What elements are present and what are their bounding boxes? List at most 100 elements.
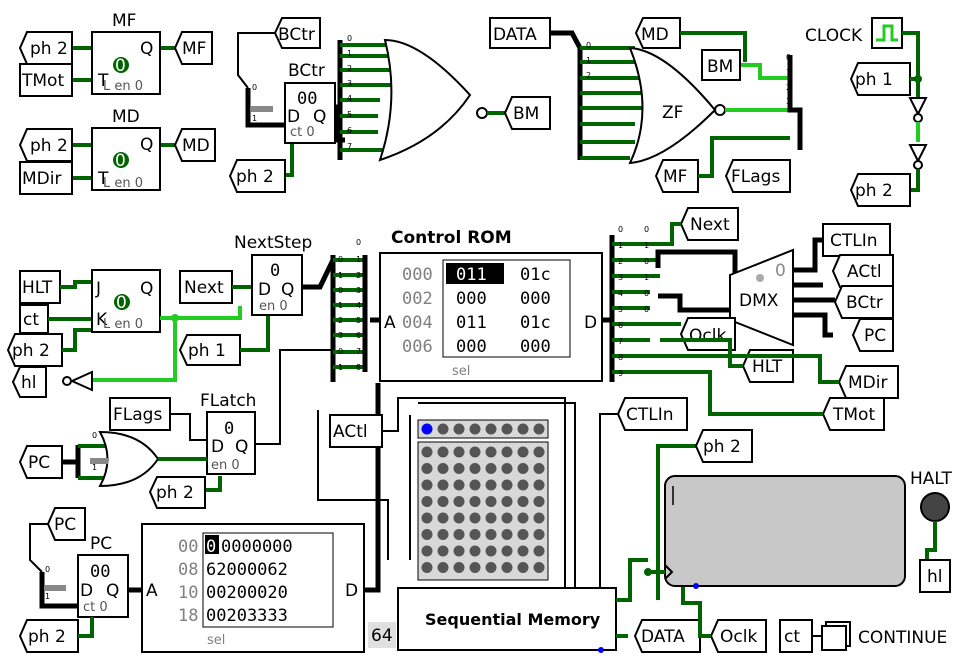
pin-actl-in[interactable]: ACtl [329,414,383,448]
led-dot [517,496,529,507]
led-dot [517,479,529,491]
led-top-dot [501,423,513,435]
pin-ph2-c[interactable]: ph 2 [228,159,286,193]
clock-label: CLOCK [805,26,863,46]
sequential-memory[interactable]: Sequential Memory 64 [368,587,617,653]
svg-text:en 0: en 0 [211,458,240,473]
svg-text:MDir: MDir [848,373,887,393]
pin-next-out[interactable]: Next [679,207,739,241]
led-dot [421,496,433,507]
svg-text:ACtl: ACtl [333,422,368,442]
svg-text:hl: hl [21,373,37,393]
svg-text:7: 7 [356,347,361,356]
svg-text:ph 2: ph 2 [30,136,68,156]
md-flipflop[interactable]: MD 0 Q T L en 0 [72,107,175,191]
nextstep-register[interactable]: NextStep 0 D Q en 0 [234,233,312,316]
bctr-title: BCtr [288,61,325,81]
dmx-demux[interactable]: DMX 0 [729,248,794,347]
pin-md[interactable]: MD [173,128,216,162]
pin-mf-in[interactable]: MF [654,159,699,193]
pin-pc-top[interactable]: PC [46,507,86,541]
pin-bctr-top[interactable]: BCtr [273,17,321,49]
mem-row-3: 00203333 [206,606,288,626]
led-dot [533,512,545,524]
svg-text:BM: BM [513,104,539,124]
pin-flags-out[interactable]: FLags [724,159,791,193]
svg-text:1: 1 [586,56,591,65]
led-dot [501,529,513,540]
pin-bm-out[interactable]: BM [503,96,551,130]
svg-text:Q: Q [140,39,153,59]
seq-mem-size: 64 [371,626,393,646]
svg-text:0: 0 [618,225,623,234]
pin-tmot[interactable]: TMot [19,63,73,97]
pin-next-in[interactable]: Next [179,270,233,304]
pin-bctr-out[interactable]: BCtr [833,285,894,319]
led-dot [485,496,497,507]
pin-hl[interactable]: hl [11,366,47,398]
pin-pc-in[interactable]: PC [18,445,63,479]
pin-mdir[interactable]: MDir [19,161,73,195]
program-memory[interactable]: A D 00 08 10 18 0 0000000 62000062 00200… [141,523,365,653]
clock-source[interactable]: CLOCK [805,17,903,49]
pin-actl-out[interactable]: ACtl [831,254,894,288]
pc-title: PC [90,534,112,554]
pin-ctlin-out[interactable]: CTLIn [822,223,891,257]
pin-ct-in[interactable]: ct [19,304,49,334]
led-dot [437,479,449,491]
jk-flipflop[interactable]: 0 J K Q L en 0 [91,269,161,333]
clock-inverter-2 [908,144,928,170]
pin-ph1-top[interactable]: ph 1 [849,62,911,96]
continue-button[interactable]: CONTINUE [821,621,947,651]
mf-flipflop[interactable]: MF 0 Q T L en 0 [72,11,175,95]
pin-data-top[interactable]: DATA [489,17,551,49]
led-dot [533,496,545,507]
svg-text:J: J [95,279,101,299]
pin-mf[interactable]: MF [173,31,213,65]
halt-led [920,492,950,522]
pin-mdir-out[interactable]: MDir [837,365,899,399]
pin-bm-in[interactable]: BM [701,49,741,81]
svg-text:0: 0 [252,83,257,92]
pin-md-top[interactable]: MD [634,17,681,49]
nextstep-title: NextStep [234,233,312,253]
led-dot [421,463,433,474]
svg-text:K: K [96,310,108,330]
pin-ph1-mid[interactable]: ph 1 [178,334,241,366]
pin-ph2-f[interactable]: ph 2 [18,619,79,653]
pin-ph2-g[interactable]: ph 2 [694,429,753,463]
control-rom-title: Control ROM [391,228,512,248]
pin-ph2-b[interactable]: ph 2 [18,128,73,162]
mf-state: 0 [115,56,126,76]
pin-ph2-a[interactable]: ph 2 [18,31,73,65]
pin-tmot-out[interactable]: TMot [821,397,885,431]
led-dot [469,512,481,524]
svg-text:ph 1: ph 1 [188,341,226,361]
pin-oclk-in[interactable]: Oclk [709,619,767,653]
pin-hl-out[interactable]: hl [919,559,951,593]
pin-pc-out[interactable]: PC [851,318,894,352]
bctr-counter[interactable]: BCtr 00 D Q ct 0 01 [251,61,336,144]
pin-ctlin-in[interactable]: CTLIn [616,397,688,431]
control-rom[interactable]: A D 000 002 004 006 011 000 011 000 01c … [379,252,603,382]
led-dot [469,496,481,507]
svg-text:0: 0 [644,305,649,314]
pin-ph2-clock[interactable]: ph 2 [849,173,911,207]
rom-addr-0: 000 [402,265,433,285]
flatch-register[interactable]: FLatch 0 D Q en 0 [200,391,256,475]
svg-text:1: 1 [92,463,97,472]
pin-ct-out[interactable]: ct [779,619,813,653]
led-dot [437,496,449,507]
pin-data-out[interactable]: DATA [633,619,701,653]
pin-hlt-in[interactable]: HLT [19,270,61,304]
pin-flags-in[interactable]: FLags [109,397,171,431]
bm-nor-gate: 012 345 67 [337,34,505,162]
svg-text:D: D [345,581,358,601]
pin-oclk-out[interactable]: Oclk [679,317,736,351]
svg-text:4: 4 [347,94,352,103]
svg-text:ph 2: ph 2 [12,341,50,361]
svg-text:0: 0 [92,431,97,440]
pin-ph2-d[interactable]: ph 2 [6,333,63,367]
pin-ph2-e[interactable]: ph 2 [148,476,206,509]
pc-counter[interactable]: PC 00 D Q ct 0 01 [44,534,129,618]
